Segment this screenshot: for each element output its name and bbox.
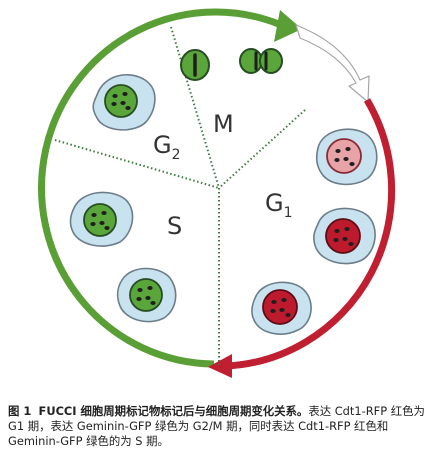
phase-dividers (54, 26, 306, 365)
mitosis-cell-single (180, 49, 210, 81)
red-phase-arc (226, 98, 396, 370)
cell-g2 (92, 73, 156, 131)
red-arrow-head (208, 354, 232, 378)
cell-g1-early (316, 128, 378, 186)
phase-label-s: S (167, 212, 182, 240)
caption-body: 表达 Cdt1-RFP 红色为 G1 期，表达 Geminin-GFP 绿色为 … (8, 404, 425, 448)
phase-g2-letter: G (153, 131, 172, 159)
white-transition-arrow (295, 24, 370, 103)
caption-title: FUCCI 细胞周期标记物标记后与细胞周期变化关系。 (38, 404, 309, 418)
phase-label-g2: G2 (153, 131, 181, 163)
phase-label-m: M (213, 110, 234, 138)
cell-s-lower (116, 267, 177, 323)
cell-g1-late (251, 281, 312, 335)
divider-m-g1 (218, 109, 306, 189)
cell-cycle-diagram: G2 M S G1 (38, 8, 396, 378)
phase-label-g1: G1 (265, 189, 293, 221)
divider-g2-s (54, 139, 220, 189)
green-arrow-head (274, 10, 302, 42)
divider-g2-m (170, 26, 220, 189)
phase-g2-subscript: 2 (172, 147, 181, 163)
mitosis-cell-dividing (239, 48, 283, 74)
cell-s-upper (69, 191, 134, 247)
caption-label: 图 1 (8, 404, 32, 418)
figure-caption: 图 1 FUCCI 细胞周期标记物标记后与细胞周期变化关系。表达 Cdt1-RF… (8, 404, 438, 449)
green-phase-arc (38, 8, 290, 368)
cell-g1-mid (313, 207, 376, 265)
phase-g1-subscript: 1 (284, 205, 293, 221)
phase-g1-letter: G (265, 189, 284, 217)
